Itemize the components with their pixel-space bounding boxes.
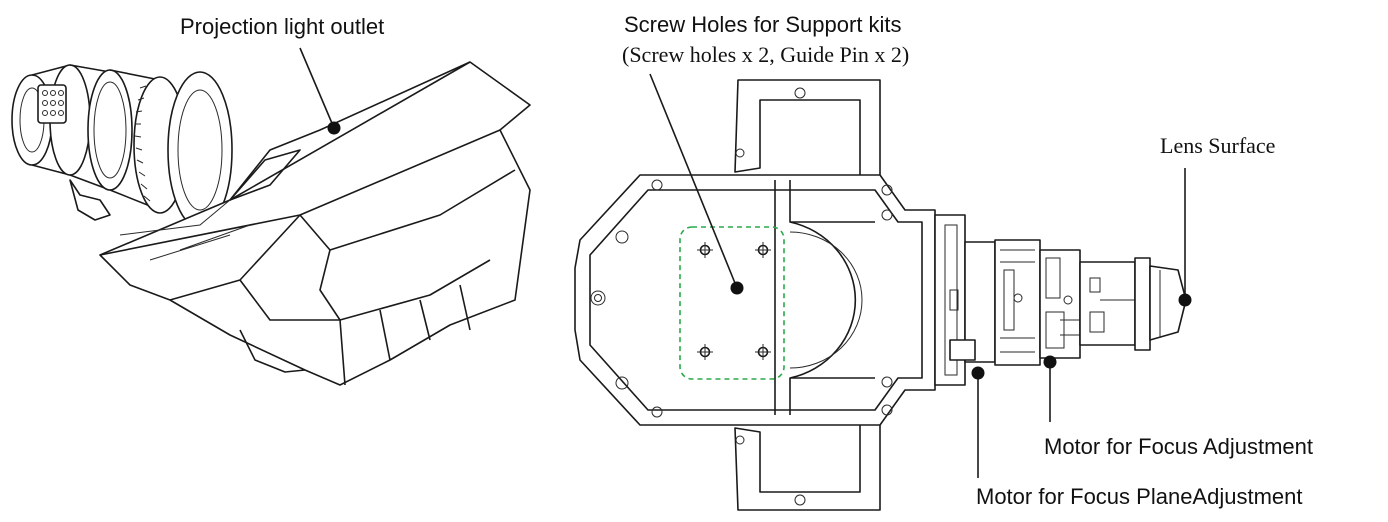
screw-holes-sub-label: (Screw holes x 2, Guide Pin x 2) xyxy=(622,42,910,67)
lens-surface-marker xyxy=(1178,293,1192,307)
screw-holes-marker xyxy=(730,281,744,295)
lens-surface-label: Lens Surface xyxy=(1160,133,1276,158)
screw-hole-markers xyxy=(697,242,771,360)
lens-perspective-view xyxy=(11,47,531,386)
lens-barrel xyxy=(11,64,233,229)
focus-motor-marker xyxy=(1043,355,1057,369)
lens-top-view xyxy=(574,73,1192,511)
mirror-housing xyxy=(99,61,531,386)
focus-plane-motor-marker xyxy=(971,366,985,380)
projection-outlet-marker xyxy=(327,121,341,135)
support-kit-screw-region xyxy=(679,226,785,380)
screw-holes-title-label: Screw Holes for Support kits xyxy=(624,12,902,37)
motor-focus-plane-label: Motor for Focus PlaneAdjustment xyxy=(976,484,1303,509)
motor-focus-label: Motor for Focus Adjustment xyxy=(1044,434,1313,459)
projection-outlet-label: Projection light outlet xyxy=(180,14,385,39)
